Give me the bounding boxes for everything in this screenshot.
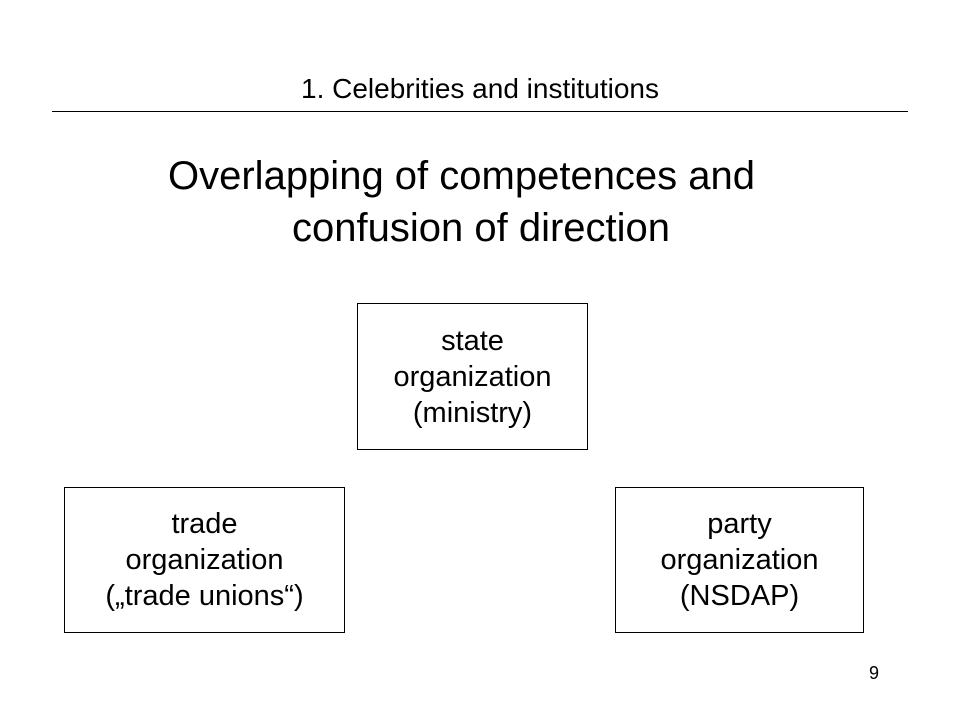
page-number: 9 — [868, 663, 879, 683]
state-organization-box: state organization (ministry) — [357, 303, 588, 450]
trade-organization-line-3: („trade unions“) — [105, 580, 304, 612]
state-organization-line-2: organization — [393, 360, 552, 393]
state-organization-line-3: (ministry) — [412, 396, 533, 429]
trade-organization-line-2: organization — [125, 544, 284, 576]
slide-heading-line-1: Overlapping of competences and — [168, 154, 756, 198]
slide-heading: Overlapping of competences and confusion… — [140, 150, 840, 254]
trade-organization-line-1: trade — [171, 508, 238, 540]
slide-heading-line-2: confusion of direction — [292, 206, 671, 250]
party-organization-line-2: organization — [660, 544, 819, 576]
party-organization-line-3: (NSDAP) — [679, 580, 800, 612]
party-organization-box: party organization (NSDAP) — [615, 487, 864, 633]
state-organization-line-1: state — [441, 324, 504, 357]
trade-organization-box: trade organization („trade unions“) — [64, 487, 345, 633]
header-divider — [52, 111, 908, 112]
slide-header-title: 1. Celebrities and institutions — [301, 73, 659, 104]
party-organization-line-1: party — [707, 508, 772, 540]
